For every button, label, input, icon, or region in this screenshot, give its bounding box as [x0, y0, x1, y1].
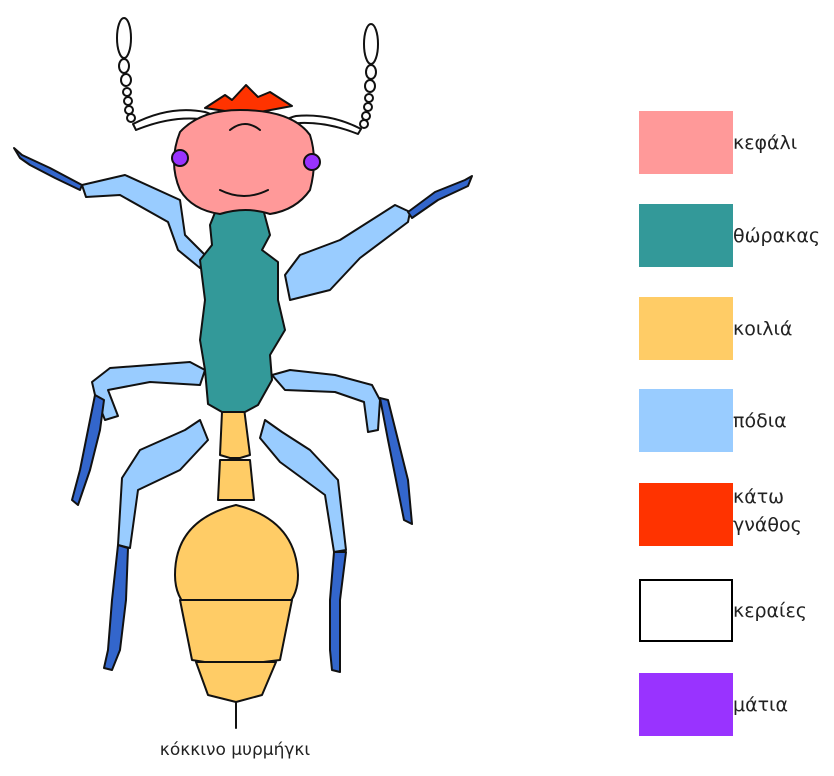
- legend-label-mandible: κάτω γνάθος: [733, 483, 813, 546]
- legend-item-legs: πόδια: [639, 389, 787, 452]
- legend-label-abdomen: κοιλιά: [733, 297, 792, 360]
- legend-swatch-legs: [639, 389, 733, 452]
- legend-label-thorax: θώρακας: [733, 204, 820, 267]
- legend-swatch-antennae: [639, 579, 733, 642]
- legend-item-eyes: μάτια: [639, 673, 788, 736]
- legend-label-eyes: μάτια: [733, 673, 788, 736]
- head: [174, 110, 314, 214]
- red-ant-diagram: [0, 0, 600, 740]
- mandibles: [205, 85, 292, 112]
- legend-label-antennae: κεραίες: [733, 579, 807, 642]
- legend-item-thorax: θώρακας: [639, 204, 820, 267]
- legend-item-abdomen: κοιλιά: [639, 297, 792, 360]
- legend-swatch-abdomen: [639, 297, 733, 360]
- legend-swatch-mandible: [639, 483, 733, 546]
- legend-swatch-head: [639, 111, 733, 174]
- diagram-caption: κόκκινο μυρμήγκι: [110, 740, 360, 760]
- legend-item-mandible: κάτω γνάθος: [639, 483, 813, 546]
- legend-swatch-eyes: [639, 673, 733, 736]
- legend-label-legs: πόδια: [733, 389, 787, 452]
- legend-swatch-thorax: [639, 204, 733, 267]
- thorax: [200, 205, 285, 412]
- legend-label-head: κεφάλι: [733, 111, 797, 174]
- legend-item-head: κεφάλι: [639, 111, 797, 174]
- legend-item-antennae: κεραίες: [639, 579, 807, 642]
